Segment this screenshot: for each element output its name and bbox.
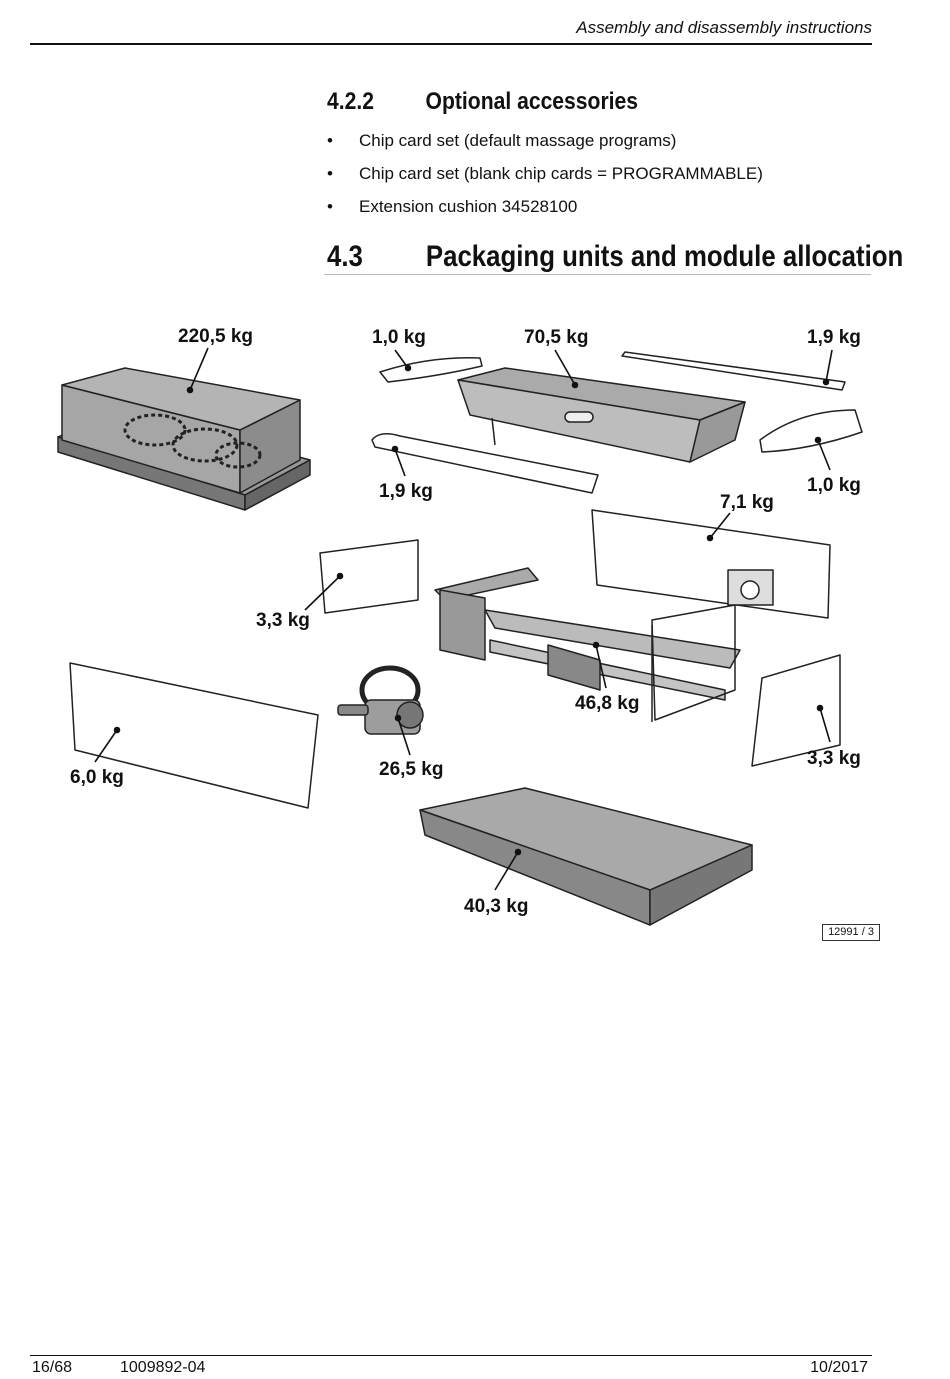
weight-label-side-panel-left: 3,3 kg — [256, 610, 310, 631]
list-item: • Extension cushion 34528100 — [327, 194, 763, 227]
section-title: Packaging units and module allocation — [425, 240, 904, 273]
list-item: • Chip card set (default massage programs… — [327, 128, 763, 161]
weight-label-rail-right: 1,9 kg — [807, 327, 861, 348]
side-panel-right-illustration — [751, 654, 841, 767]
section-title: Optional accessories — [425, 88, 639, 115]
section-heading-4-3: 4.3 Packaging units and module allocation — [327, 240, 903, 274]
header-rule — [30, 43, 872, 45]
bullet-icon: • — [327, 197, 333, 216]
section-number: 4.3 — [327, 240, 363, 273]
bullet-icon: • — [327, 164, 333, 183]
head-cushion-small-illustration — [379, 357, 483, 383]
weight-label-complete-unit: 220,5 kg — [178, 326, 253, 347]
complete-unit-illustration — [57, 367, 311, 511]
head-cushion-right-illustration — [759, 409, 863, 453]
header-title: Assembly and disassembly instructions — [576, 18, 872, 37]
footer-rule — [30, 1355, 872, 1356]
weight-label-pump: 26,5 kg — [379, 759, 443, 780]
footer-doc-number: 1009892-04 — [120, 1359, 206, 1376]
section-number: 4.2.2 — [327, 88, 374, 115]
weight-label-front-panel: 6,0 kg — [70, 767, 124, 788]
weight-label-head-cushion-small: 1,0 kg — [372, 327, 426, 348]
rail-left-illustration — [371, 433, 599, 494]
list-item-text: Extension cushion 34528100 — [359, 197, 578, 216]
exploded-view-figure: 220,5 kg 1,0 kg 70,5 kg 1,9 kg 1,9 kg 1,… — [0, 300, 950, 950]
rail-right-illustration — [621, 351, 846, 391]
weight-label-side-panel-right: 3,3 kg — [807, 748, 861, 769]
pump-illustration — [337, 665, 424, 735]
weight-label-back-panel: 7,1 kg — [720, 492, 774, 513]
tub-illustration — [457, 367, 746, 463]
frame-illustration — [434, 567, 741, 722]
weight-label-tub: 70,5 kg — [524, 327, 588, 348]
weight-label-rail-left: 1,9 kg — [379, 481, 433, 502]
footer-date: 10/2017 — [810, 1359, 868, 1376]
bullet-icon: • — [327, 131, 333, 150]
weight-label-head-cushion-right: 1,0 kg — [807, 475, 861, 496]
weight-label-frame: 46,8 kg — [575, 693, 639, 714]
accessories-list: • Chip card set (default massage programs… — [327, 128, 763, 227]
list-item-text: Chip card set (blank chip cards = PROGRA… — [359, 164, 763, 183]
pallet-illustration — [419, 787, 753, 926]
heading-rule — [324, 274, 871, 275]
list-item: • Chip card set (blank chip cards = PROGR… — [327, 161, 763, 194]
figure-id: 12991 / 3 — [822, 924, 880, 941]
back-panel-illustration — [591, 509, 831, 619]
weight-label-pallet: 40,3 kg — [464, 896, 528, 917]
front-panel-illustration — [69, 662, 319, 809]
side-panel-left-illustration — [319, 539, 419, 614]
footer-page-number: 16/68 — [32, 1359, 73, 1376]
section-heading-4-2-2: 4.2.2 Optional accessories — [327, 88, 638, 116]
list-item-text: Chip card set (default massage programs) — [359, 131, 677, 150]
